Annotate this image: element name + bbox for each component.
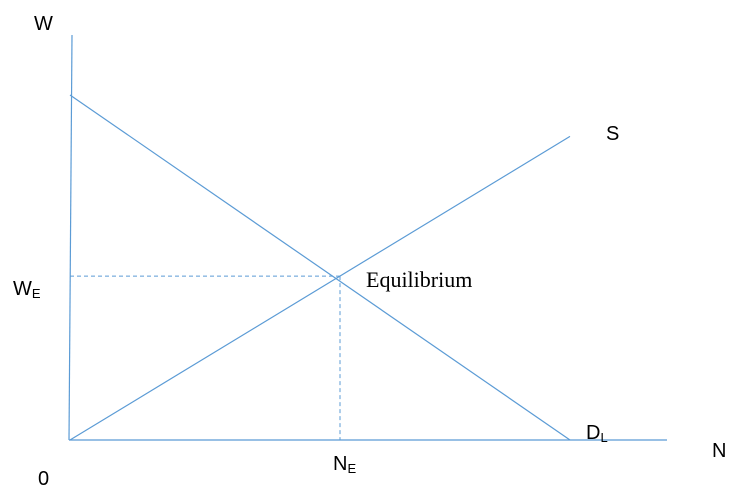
equilibrium-label: Equilibrium — [366, 267, 472, 292]
supply-curve-label: S — [606, 123, 619, 145]
wage-label-sub: E — [32, 286, 41, 301]
x-axis-label: N — [712, 440, 726, 462]
wage-label-main: W — [13, 278, 32, 300]
demand-label-sub: L — [600, 430, 607, 445]
quantity-label-sub: E — [347, 461, 356, 476]
origin-label: 0 — [38, 468, 49, 490]
y-axis-label: W — [34, 13, 53, 35]
demand-curve-label: DL — [586, 422, 608, 445]
demand-label-main: D — [586, 422, 600, 444]
demand-curve — [69, 94, 571, 441]
equilibrium-quantity-label: NE — [333, 453, 356, 476]
supply-curve — [69, 135, 571, 441]
quantity-label-main: N — [333, 453, 347, 475]
y-axis — [68, 34, 73, 441]
equilibrium-wage-label: WE — [13, 278, 41, 301]
